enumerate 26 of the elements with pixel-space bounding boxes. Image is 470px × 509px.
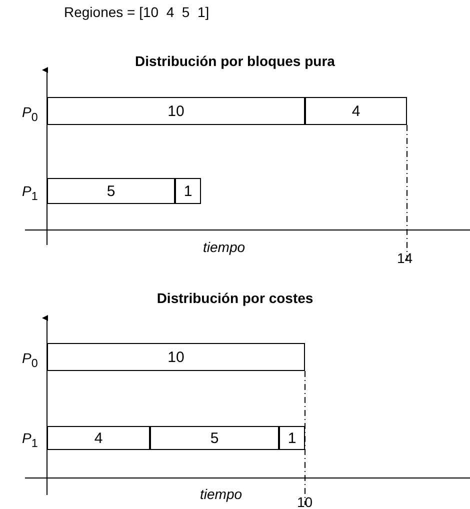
- bar-value: 4: [352, 102, 360, 120]
- time-bar: [305, 97, 407, 125]
- axis-label: tiempo: [203, 239, 246, 255]
- time-bar: [175, 178, 201, 204]
- formula-text: Regiones = [10 4 5 1]: [64, 4, 210, 20]
- bar-value: 4: [94, 430, 103, 446]
- process-label: P$_{1}$: [22, 430, 38, 452]
- time-bar: [47, 97, 305, 125]
- time-bar: [150, 426, 279, 450]
- bar-value: 10: [168, 348, 184, 366]
- chart-title: Distribución por costes: [156, 290, 314, 306]
- process-label: P$_{1}$: [22, 183, 38, 205]
- bar-value: 1: [288, 430, 296, 446]
- process-label: P$_{0}$: [22, 350, 38, 372]
- axis-label: tiempo: [200, 486, 242, 502]
- chart-title: Distribución por bloques pura: [135, 53, 335, 69]
- tick-label: 10: [297, 494, 313, 509]
- time-bar: [47, 178, 175, 204]
- process-label: P$_{0}$: [22, 104, 38, 126]
- time-bar: [47, 426, 150, 450]
- bar-value: 1: [184, 182, 192, 200]
- bar-value: 10: [168, 102, 184, 120]
- bar-value: 5: [106, 182, 116, 200]
- time-bar: [279, 426, 305, 450]
- bar-value: 5: [210, 430, 219, 446]
- time-bar: [47, 343, 305, 371]
